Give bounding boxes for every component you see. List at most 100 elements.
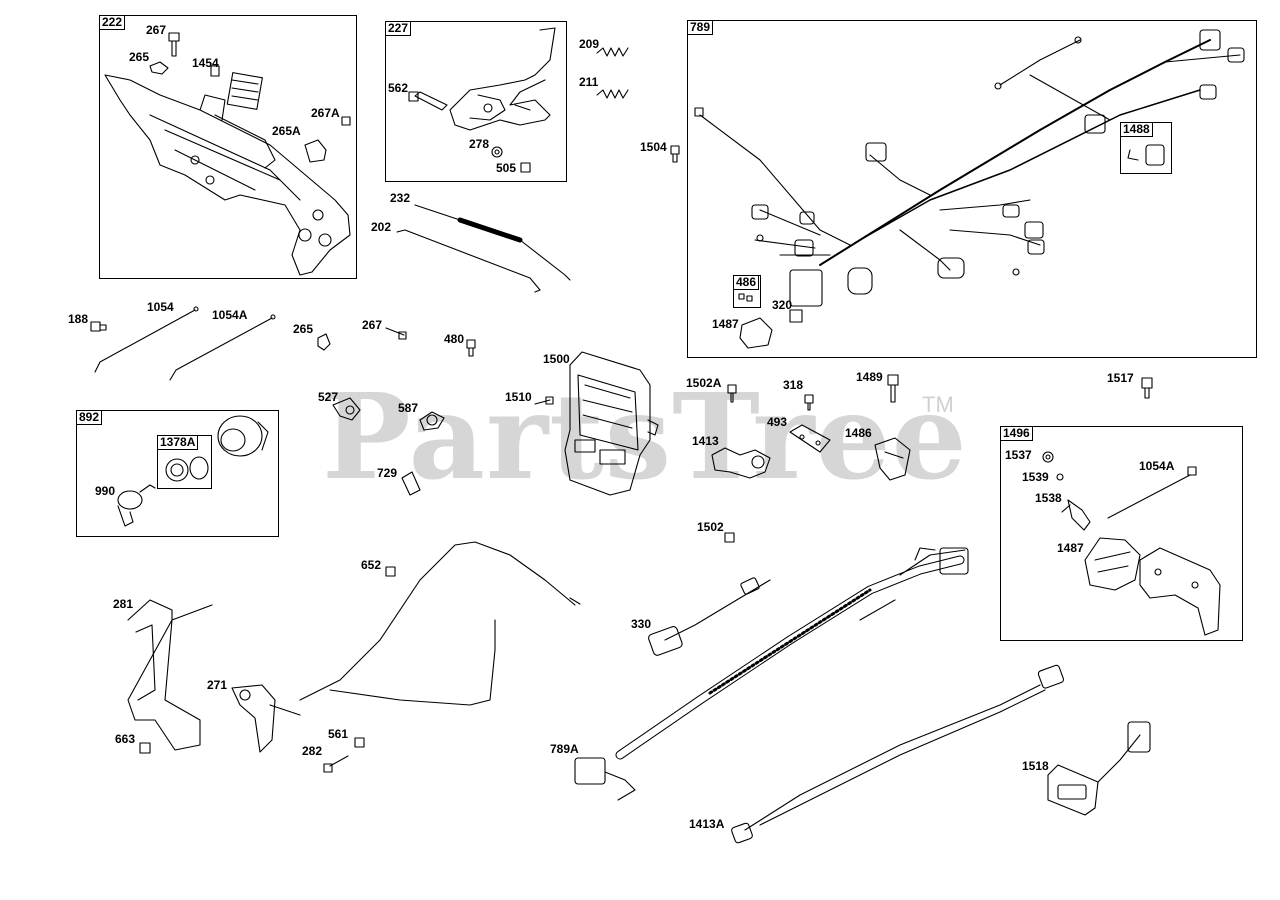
bolt-1489-part[interactable] [887, 374, 899, 403]
wiring-harness-789A-part[interactable] [574, 547, 969, 801]
connector-1488-part[interactable] [1127, 144, 1165, 166]
bracket-1496-part[interactable] [1139, 547, 1221, 636]
sensor-1486-part[interactable] [874, 437, 911, 481]
bolt-1504-part[interactable] [670, 145, 680, 163]
part-label[interactable]: 271 [207, 678, 228, 692]
part-label[interactable]: 1510 [505, 390, 532, 404]
part-label[interactable]: 1413 [692, 434, 719, 448]
rod-202-part[interactable] [396, 229, 541, 293]
part-label[interactable]: 330 [631, 617, 652, 631]
bolt-1510-part[interactable] [534, 396, 554, 405]
bolt-1454-part[interactable] [210, 65, 220, 77]
ecu-module-1500-part[interactable] [564, 351, 659, 496]
part-label[interactable]: 789A [550, 742, 579, 756]
part-label[interactable]: 320 [772, 298, 793, 312]
part-label[interactable]: 1538 [1035, 491, 1062, 505]
connector-320-part[interactable] [789, 309, 803, 323]
sensor-1413-part[interactable] [711, 447, 771, 479]
part-label[interactable]: 729 [377, 466, 398, 480]
ignition-switch-892-part[interactable] [217, 415, 269, 457]
plate-493-part[interactable] [789, 424, 831, 453]
part-label[interactable]: 232 [390, 191, 411, 205]
part-label[interactable]: 990 [95, 484, 116, 498]
part-label[interactable]: 282 [302, 744, 323, 758]
part-label[interactable]: 318 [783, 378, 804, 392]
screw-318-part[interactable] [804, 394, 814, 411]
part-label[interactable]: 1486 [845, 426, 872, 440]
screw-663-part[interactable] [139, 742, 151, 754]
part-label[interactable]: 561 [328, 727, 349, 741]
part-label[interactable]: 562 [388, 81, 409, 95]
assembly-box-1378A[interactable]: 1378A [157, 435, 212, 489]
clamp-587-part[interactable] [419, 411, 445, 431]
part-label[interactable]: 1054A [212, 308, 248, 322]
assembly-box-486[interactable]: 486 [733, 275, 761, 308]
sensor-harness-330-part[interactable] [647, 577, 771, 656]
bolt-282-part[interactable] [323, 755, 349, 773]
washer-1537-part[interactable] [1042, 451, 1054, 463]
part-label[interactable]: 652 [361, 558, 382, 572]
clip-265b-part[interactable] [317, 333, 331, 351]
nut-652-part[interactable] [385, 566, 396, 577]
part-label[interactable]: 188 [68, 312, 89, 326]
connector-1487a-part[interactable] [739, 317, 773, 349]
grommet-1538-part[interactable] [1061, 499, 1091, 531]
part-label[interactable]: 1504 [640, 140, 667, 154]
part-label[interactable]: 1454 [192, 56, 219, 70]
part-label[interactable]: 663 [115, 732, 136, 746]
part-label[interactable]: 493 [767, 415, 788, 429]
bolt-480-part[interactable] [466, 339, 476, 357]
control-bracket-part[interactable] [104, 72, 351, 276]
part-label[interactable]: 1517 [1107, 371, 1134, 385]
clip-729-part[interactable] [401, 471, 421, 496]
assembly-box-1488[interactable]: 1488 [1120, 122, 1172, 174]
part-label[interactable]: 267 [362, 318, 383, 332]
bolt-267-part[interactable] [168, 32, 180, 57]
part-label[interactable]: 209 [579, 37, 600, 51]
part-label[interactable]: 281 [113, 597, 134, 611]
part-label[interactable]: 265A [272, 124, 301, 138]
part-label[interactable]: 267A [311, 106, 340, 120]
nut-561-part[interactable] [354, 737, 365, 748]
screw-1502A-part[interactable] [727, 384, 737, 403]
part-label[interactable]: 1054A [1139, 459, 1175, 473]
screw-188-part[interactable] [90, 321, 107, 332]
washer-278-part[interactable] [491, 146, 503, 158]
bolt-267b-part[interactable] [385, 327, 407, 340]
cable-tie-1054-part[interactable] [94, 306, 199, 373]
bolt-562-part[interactable] [408, 91, 448, 111]
throttle-cable-part[interactable] [299, 541, 581, 706]
nut-267A-part[interactable] [341, 116, 351, 126]
clip-265-part[interactable] [149, 61, 169, 75]
assembly-box-892[interactable]: 892 [76, 410, 279, 537]
screw-1502-part[interactable] [724, 532, 735, 543]
terminal-486-part[interactable] [738, 293, 753, 302]
part-label[interactable]: 1518 [1022, 759, 1049, 773]
assembly-box-789[interactable]: 789 [687, 20, 1257, 358]
spring-232-part[interactable] [414, 204, 571, 281]
spring-209-part[interactable] [596, 47, 629, 57]
key-990-part[interactable] [117, 484, 156, 527]
assembly-box-1496[interactable]: 1496 [1000, 426, 1243, 641]
clip-265A-part[interactable] [304, 139, 327, 163]
assembly-box-222[interactable]: 222 [99, 15, 357, 279]
connector-1518-part[interactable] [1047, 721, 1151, 816]
bracket-281-part[interactable] [127, 599, 213, 751]
part-label[interactable]: 1537 [1005, 448, 1032, 462]
bolt-1517-part[interactable] [1141, 377, 1153, 399]
part-label[interactable]: 211 [579, 75, 599, 89]
clamp-527-part[interactable] [332, 397, 361, 421]
part-label[interactable]: 265 [129, 50, 150, 64]
nut-505-part[interactable] [520, 162, 531, 173]
part-label[interactable]: 527 [318, 390, 339, 404]
lever-271-part[interactable] [231, 684, 301, 753]
part-label[interactable]: 1489 [856, 370, 883, 384]
cable-tie-1054A-part[interactable] [169, 314, 276, 381]
part-label[interactable]: 278 [469, 137, 490, 151]
part-label[interactable]: 1413A [689, 817, 725, 831]
governor-bracket-part[interactable] [449, 27, 556, 131]
cable-tie-1054Ab-part[interactable] [1107, 466, 1197, 519]
connector-1487b-part[interactable] [1084, 537, 1141, 591]
part-label[interactable]: 1539 [1022, 470, 1049, 484]
part-label[interactable]: 265 [293, 322, 314, 336]
